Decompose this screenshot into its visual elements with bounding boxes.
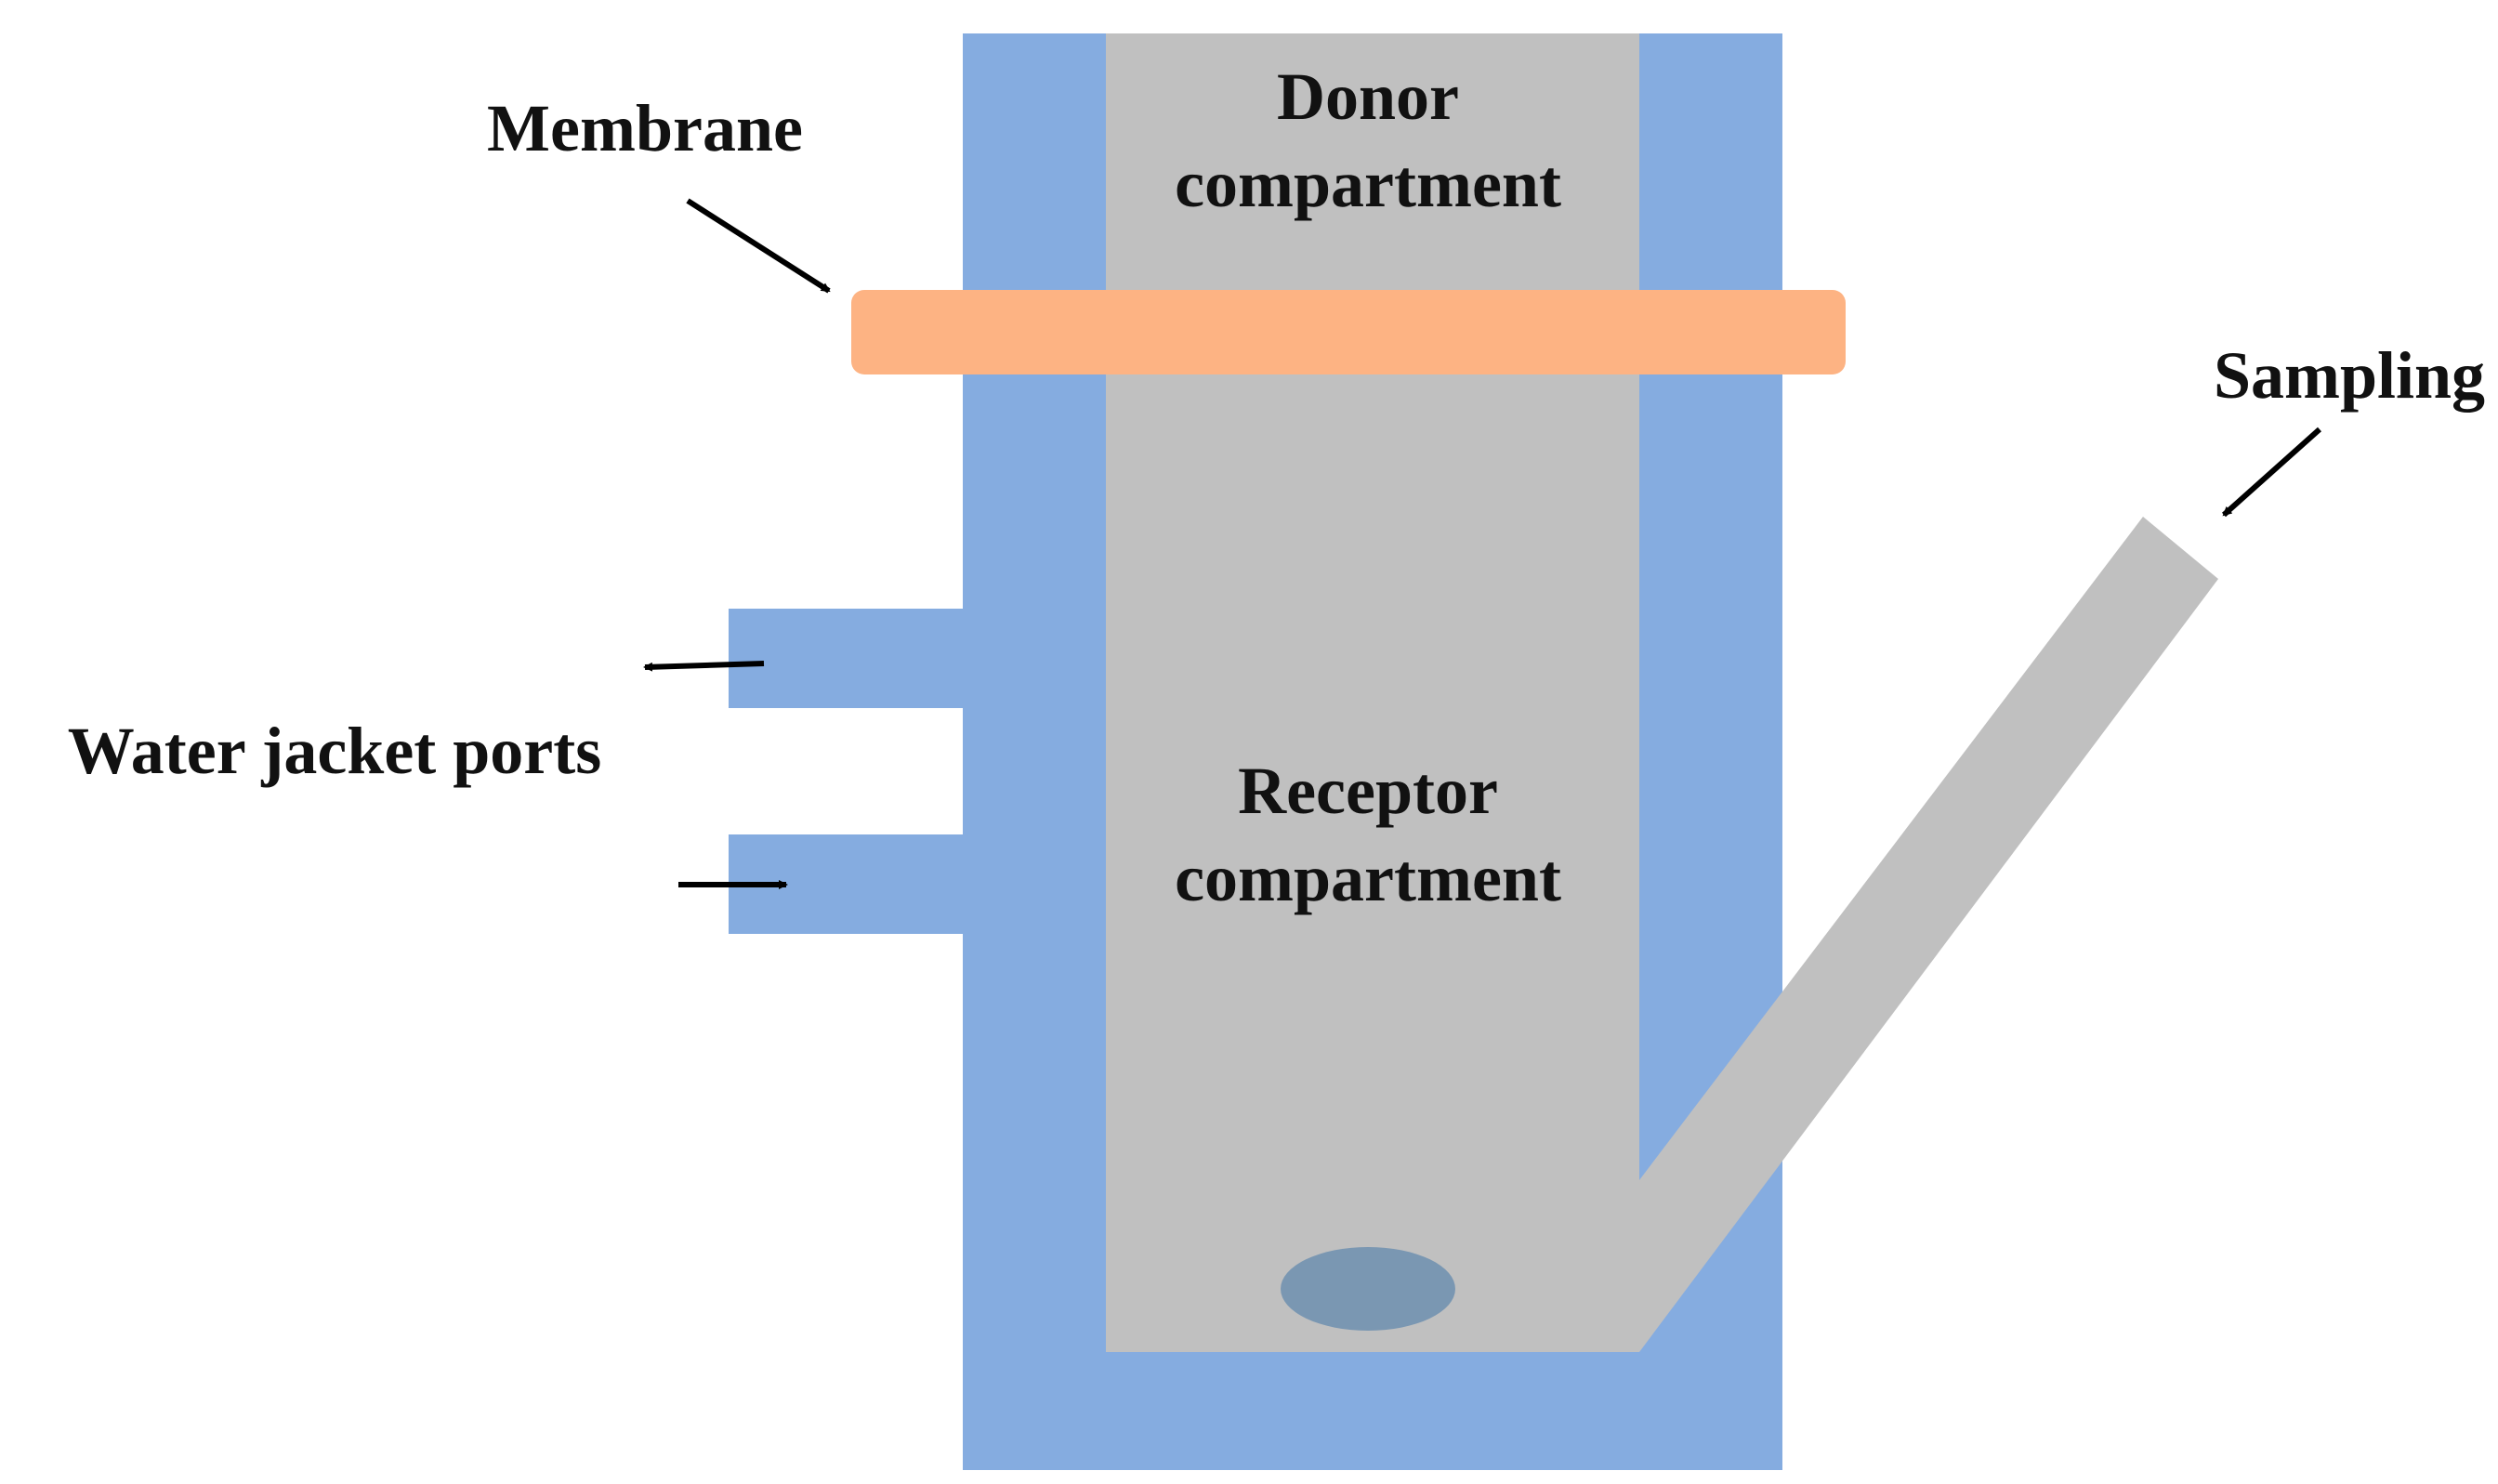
donor-compartment-label-line1: Donor [1277,59,1459,134]
water-jacket-port-outlet [729,609,966,708]
receptor-compartment [1106,372,1639,1352]
water-jacket-ports-label: Water jacket ports [68,714,602,788]
membrane-arrow [686,198,831,294]
outlet-arrow [643,661,765,672]
membrane [851,290,1846,374]
membrane-label: Membrane [487,91,803,165]
sampling-label: Sampling [2214,338,2485,413]
receptor-compartment-label-line1: Receptor [1238,754,1498,828]
donor-compartment-label-line2: compartment [1175,147,1561,221]
sampling-arm [1639,517,2218,1352]
sampling-arrow [2222,427,2321,518]
stir-bar [1281,1247,1455,1331]
receptor-compartment-label-line2: compartment [1175,841,1561,915]
donor-compartment [1106,33,1639,295]
